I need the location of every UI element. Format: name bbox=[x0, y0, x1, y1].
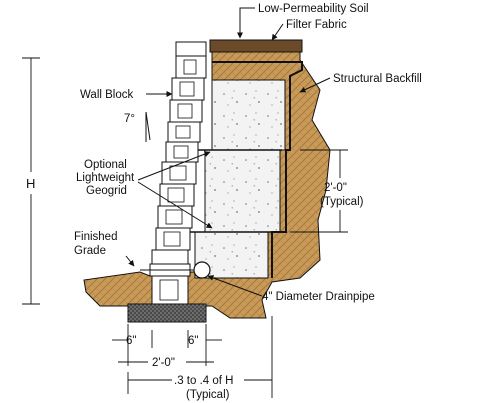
label-finished-grade-line2: Grade bbox=[74, 245, 106, 257]
label-geogrid-spacing: 2'-0" bbox=[324, 182, 347, 194]
label-geogrid-spacing-note: (Typical) bbox=[320, 196, 364, 208]
low-permeability-soil-layer bbox=[209, 39, 303, 53]
label-embed-ratio-note: (Typical) bbox=[186, 389, 230, 401]
label-filter-fabric: Filter Fabric bbox=[286, 19, 347, 31]
label-drainpipe: 4" Diameter Drainpipe bbox=[262, 291, 375, 303]
label-geogrid-line2: Lightweight bbox=[76, 172, 135, 184]
label-geogrid-line1: Optional bbox=[84, 159, 127, 171]
label-setback-angle: 7° bbox=[124, 113, 135, 125]
label-footing-width: 2'-0" bbox=[152, 357, 175, 369]
structural-backfill-middle bbox=[204, 149, 281, 233]
drainpipe bbox=[193, 261, 211, 279]
label-height-H: H bbox=[26, 176, 35, 191]
filter-fabric-line bbox=[212, 61, 303, 278]
label-wall-block: Wall Block bbox=[80, 89, 133, 101]
label-finished-grade-line1: Finished bbox=[74, 231, 117, 243]
label-structural-backfill: Structural Backfill bbox=[333, 73, 422, 85]
label-geogrid-line3: Geogrid bbox=[86, 185, 127, 197]
label-low-permeability-soil: Low-Permeability Soil bbox=[258, 3, 369, 15]
label-embed-ratio: .3 to .4 of H bbox=[174, 375, 233, 387]
gravel-leveling-pad bbox=[127, 303, 207, 323]
label-footing-right-offset: 6" bbox=[188, 335, 198, 347]
label-footing-left-offset: 6" bbox=[126, 335, 136, 347]
structural-backfill-upper bbox=[211, 79, 286, 151]
